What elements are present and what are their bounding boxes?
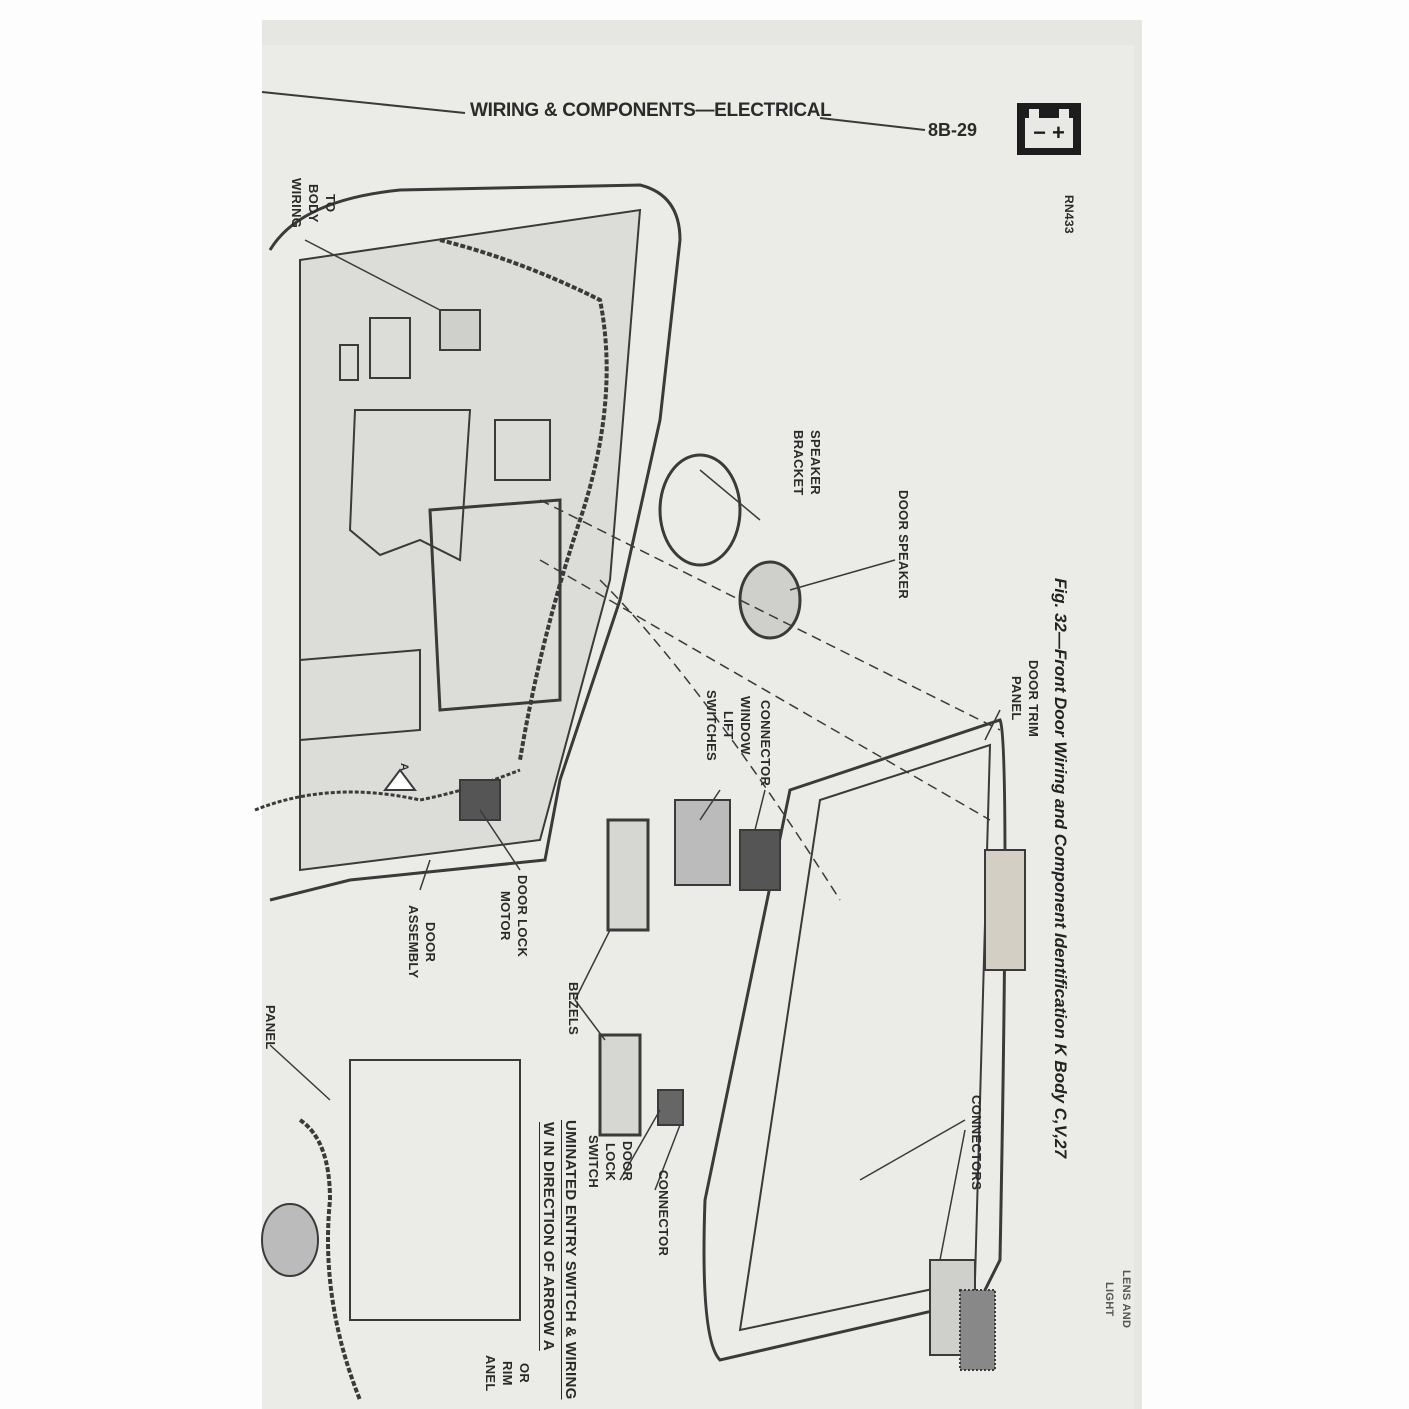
view-title-line2: UMINATED ENTRY SWITCH & WIRING <box>562 1120 579 1400</box>
label-panel: PANEL <box>263 1005 278 1050</box>
label-bezels: BEZELS <box>566 982 581 1036</box>
door-lock-switch-part <box>657 1089 684 1126</box>
door-cutout <box>428 498 562 712</box>
connector-part <box>739 829 781 891</box>
courtesy-lamp <box>984 849 1026 971</box>
label-door-lock-switch: DOOR LOCK SWITCH <box>586 1135 635 1189</box>
header-rule-left <box>261 91 466 114</box>
door-cutout <box>339 344 359 381</box>
label-trim-panel-partial: OR RIM ANEL <box>483 1355 532 1392</box>
arrow-a-marker <box>383 768 417 791</box>
label-door-lock-motor: DOOR LOCK MOTOR <box>498 875 530 958</box>
illuminated-entry-switch <box>261 1203 319 1277</box>
label-speaker-bracket: SPEAKER BRACKET <box>791 430 823 496</box>
header-rule-right <box>819 117 926 131</box>
label-to-body-wiring: TO BODY WIRING <box>289 178 338 229</box>
battery-icon: − + <box>1017 103 1081 155</box>
door-inner-panel <box>299 208 642 872</box>
leader-line <box>269 239 1001 1261</box>
door-assembly-outline <box>268 183 682 902</box>
alignment-line <box>539 499 1001 901</box>
label-door-trim-panel: DOOR TRIM PANEL <box>1009 660 1041 738</box>
page-header-title: WIRING & COMPONENTS—ELECTRICAL <box>470 100 832 121</box>
label-window-lift-switches: WINDOW LIFT SWITCHES <box>704 690 753 762</box>
door-speaker-part <box>738 560 802 640</box>
label-connectors: CONNECTORS <box>969 1095 984 1191</box>
window-lift-switches-part <box>674 799 731 886</box>
door-trim-panel-part <box>702 718 1007 1362</box>
label-connector-lower: CONNECTOR <box>656 1170 671 1257</box>
label-door-speaker: DOOR SPEAKER <box>896 490 911 600</box>
label-connector-upper: CONNECTOR <box>758 700 773 787</box>
bezel-part <box>598 1033 642 1137</box>
page-number: 8B-29 <box>928 120 978 140</box>
speaker-bracket-part <box>658 453 742 567</box>
bezel-part <box>606 818 650 932</box>
lens-grille <box>959 1289 996 1371</box>
figure-caption: Fig. 32—Front Door Wiring and Component … <box>1051 578 1070 1159</box>
arrow-a-label: A <box>398 763 410 772</box>
label-lens-partial: LENS AND LIGHT <box>1103 1270 1132 1329</box>
inset-door-frame <box>349 1059 521 1321</box>
label-door-assembly: DOOR ASSEMBLY <box>406 905 438 979</box>
door-lock-motor-part <box>459 779 501 821</box>
door-cutout <box>348 409 472 562</box>
body-connector <box>439 309 481 351</box>
wiring-harness <box>439 238 609 761</box>
inset-wiring <box>298 1118 362 1401</box>
view-title-line1: W IN DIRECTION OF ARROW A <box>540 1122 557 1351</box>
door-cutout <box>369 317 411 379</box>
door-cutout <box>494 419 551 481</box>
figure-code: RN433 <box>1062 195 1076 234</box>
door-cutout <box>299 648 421 742</box>
